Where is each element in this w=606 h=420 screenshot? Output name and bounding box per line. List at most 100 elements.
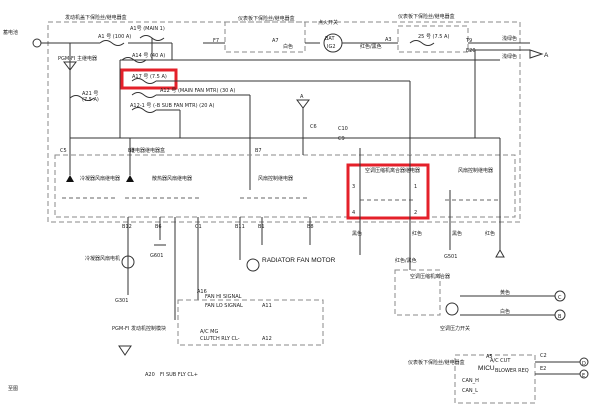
- micu-title: MICU: [478, 365, 495, 372]
- connector-b-icon: [554, 309, 566, 321]
- svg-text:风扇控制继电器: 风扇控制继电器: [458, 167, 493, 174]
- fuse-a17-label: A17 号 (7.5 A): [132, 74, 167, 80]
- pin-a12: A12: [262, 336, 272, 342]
- pin-c9: C9: [338, 136, 345, 142]
- connector-a-down-icon: [296, 99, 310, 109]
- pin-b7: B7: [255, 148, 262, 154]
- pin-a7: A7: [272, 38, 279, 44]
- micu-dash-label: 仪表板下保险丝/继电器盒: [408, 359, 465, 366]
- wire-label-red-1: 红色: [412, 230, 422, 237]
- blower-req-label: BLOWER REQ: [495, 368, 529, 374]
- wire-label-white-2: 白色: [500, 308, 510, 315]
- fuse-a12-1-label: A12-1 号 (-B SUB FAN MTR) (20 A): [130, 103, 214, 109]
- red-highlight-ac-relay: [346, 163, 430, 220]
- engine-fuse-box-title: 发动机盖下保险丝/继电器盒: [65, 14, 127, 21]
- pin-c5: C5: [60, 148, 67, 154]
- pin-c10: C10: [338, 126, 348, 132]
- radiator-fan-relay: 散热器风扇继电器: [125, 138, 200, 199]
- ground-g301: G301: [115, 298, 128, 304]
- pin-a16: A16: [197, 289, 207, 295]
- dash-fuse-box-label: 仪表板下保险丝/继电器盒: [238, 15, 295, 22]
- ignition-switch-label: 点火开关: [318, 19, 338, 26]
- wire-label-t9: 浅绿色: [502, 35, 517, 42]
- wire-label-ig: 红色/黑色: [360, 43, 382, 50]
- condenser-fan-relay: 冷凝器风扇继电器: [62, 138, 120, 199]
- ac-compressor-clutch-relay: 空调压缩机离合器继电器 3 4 1 2: [346, 148, 430, 230]
- connector-c-label: C: [558, 295, 562, 301]
- fi-sub-fly: FI SUB FLY CL+: [160, 372, 198, 378]
- fuse-25-label: 25 号 (7.5 A): [418, 34, 449, 40]
- ac-cut-relay: 风扇控制继电器: [445, 138, 501, 230]
- fan-lo-signal: FAN LO SIGNAL: [205, 303, 243, 309]
- pgm-fi-relay-label: PGM-FI 主继电器: [58, 55, 97, 62]
- bottom-left-label: 至图: [8, 386, 18, 392]
- fuse-a1-label: A1 号 (100 A): [98, 34, 131, 40]
- fuse-a17-icon: [131, 78, 157, 84]
- ground-g501: G501: [444, 254, 457, 260]
- main-fuse-label: A1号 (MAIN 1): [130, 26, 165, 32]
- pin-c6: C6: [310, 124, 317, 130]
- wire-label-black-1: 黑色: [352, 230, 362, 237]
- connector-d-icon: [579, 357, 589, 367]
- svg-text:散热器风扇继电器: 散热器风扇继电器: [152, 175, 192, 182]
- condenser-fan-motor-icon: [121, 255, 135, 269]
- micu-outline: [454, 354, 536, 404]
- ignition-bat: BAT: [325, 36, 335, 42]
- fuse-25-icon: [409, 40, 435, 46]
- pin-f7: F7: [213, 38, 219, 44]
- fuse-a21-rating: (7.5 A): [82, 97, 99, 103]
- pin-a5: A5: [486, 354, 493, 360]
- ac-mg-clutch: A/C MG: [200, 329, 218, 335]
- fuse-a14-icon: [121, 57, 147, 63]
- wire-label-black-2: 黑色: [452, 230, 462, 237]
- svg-text:冷凝器风扇继电器: 冷凝器风扇继电器: [80, 175, 120, 182]
- battery-label: 蓄电池: [3, 29, 18, 36]
- fuse-a12-1-icon: [131, 107, 157, 113]
- connector-e-icon: [579, 369, 589, 379]
- pin-b3: B3: [128, 148, 135, 154]
- connector-a-icon: [529, 49, 544, 59]
- wire-label-white-1: 白色: [283, 43, 293, 50]
- wire-label-e20: 浅绿色: [502, 53, 517, 60]
- pin-c2: C2: [540, 353, 547, 359]
- can-l-label: CAN_L: [462, 388, 478, 394]
- pgm-fi-relay-icon: [63, 61, 77, 71]
- pin-a20: A20: [145, 372, 155, 378]
- connector-e-label: E: [582, 373, 585, 379]
- fuse-a21-icon: [69, 95, 95, 101]
- ac-pressure-switch-label: 空调压力开关: [440, 325, 470, 332]
- ac-compressor-clutch-label: 空调压缩机离合器: [410, 273, 450, 280]
- clutch-rly: CLUTCH RLY CL-: [200, 336, 240, 342]
- red-highlight-fuse-a17: [120, 68, 178, 90]
- connector-e-ref-icon: [495, 248, 505, 258]
- wire-label-yellow: 黄色: [500, 289, 510, 296]
- ac-cut-label: A/C CUT: [490, 358, 511, 364]
- fuse-a1-icon: [99, 40, 125, 46]
- pin-b12: B12: [122, 224, 132, 230]
- fan-control-relay: 风扇控制继电器: [240, 170, 310, 199]
- pin-b1: B1: [258, 224, 265, 230]
- wire-label-red-2: 红色: [485, 230, 495, 237]
- svg-text:4: 4: [352, 210, 355, 216]
- fuse-a12-label: A12 号 (MAIN FAN MTR) (30 A): [160, 88, 235, 94]
- fan-hi-signal: FAN HI SIGNAL: [205, 294, 242, 300]
- svg-text:风扇控制继电器: 风扇控制继电器: [258, 175, 293, 182]
- ground-g601: G601: [150, 253, 163, 259]
- can-h-label: CAN_H: [462, 378, 479, 384]
- dash-fuse-box-2-outline: [397, 25, 469, 53]
- relay-box-outline: [54, 154, 516, 218]
- connector-a-label: A: [544, 52, 549, 59]
- connector-c-icon: [554, 290, 566, 302]
- ac-compressor-clutch-box: [394, 269, 441, 316]
- ac-pressure-switch-icon: [445, 302, 459, 316]
- pin-e2: E2: [540, 366, 546, 372]
- svg-text:2: 2: [414, 210, 417, 216]
- svg-text:空调压缩机离合器继电器: 空调压缩机离合器继电器: [365, 167, 420, 174]
- svg-text:3: 3: [352, 184, 355, 190]
- connector-b-label: B: [558, 314, 562, 320]
- condenser-fan-motor-label: 冷凝器风扇电机: [85, 255, 120, 262]
- pgm-fi-ecm-label: PGM-FI 发动机控制模块: [112, 325, 166, 332]
- dash-fuse-box-2-label: 仪表板下保险丝/继电器盒: [398, 13, 455, 20]
- connector-d-label: D: [582, 361, 586, 367]
- radiator-fan-motor-label: RADIATOR FAN MOTOR: [262, 257, 336, 264]
